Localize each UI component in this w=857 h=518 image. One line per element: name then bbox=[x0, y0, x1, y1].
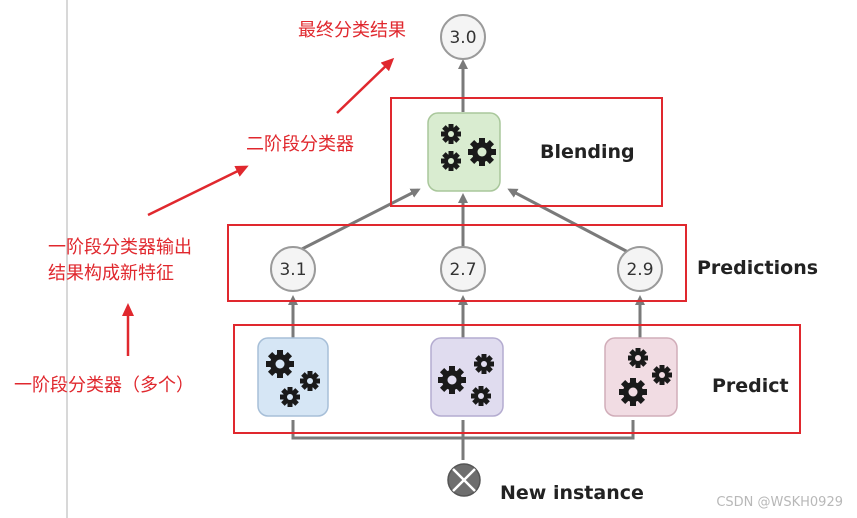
annotation-first-output-line2: 结果构成新特征 bbox=[48, 263, 174, 284]
input-connectors bbox=[291, 420, 635, 460]
predictor-box-2 bbox=[430, 337, 504, 417]
annotation-arrow-final bbox=[336, 57, 395, 114]
predictor-to-prediction-arrows bbox=[288, 295, 645, 338]
prediction-value-2: 2.7 bbox=[449, 260, 476, 280]
prediction-value-3: 2.9 bbox=[626, 260, 653, 280]
watermark: CSDN @WSKH0929 bbox=[716, 495, 843, 510]
left-divider bbox=[66, 0, 68, 518]
annotation-first-output-line1: 一阶段分类器输出 bbox=[48, 237, 192, 258]
predictions-highlight-box bbox=[227, 224, 687, 302]
annotation-final-result: 最终分类结果 bbox=[298, 20, 406, 41]
blending-highlight-box bbox=[390, 97, 663, 207]
annotation-arrow-second-stage bbox=[147, 165, 249, 217]
stage-label-predictions: Predictions bbox=[697, 257, 819, 279]
final-node-value: 3.0 bbox=[449, 28, 476, 48]
prediction-node-1: 3.1 bbox=[270, 246, 316, 292]
stage-label-input: New instance bbox=[500, 482, 644, 504]
predict-highlight-box bbox=[233, 324, 801, 434]
prediction-to-blender-arrows bbox=[299, 188, 629, 254]
annotation-second-stage: 二阶段分类器 bbox=[246, 134, 354, 155]
cross-circle-icon bbox=[447, 463, 481, 497]
stage-label-predict: Predict bbox=[712, 375, 789, 397]
prediction-node-3: 2.9 bbox=[617, 246, 663, 292]
prediction-value-1: 3.1 bbox=[279, 260, 306, 280]
predictor-box-3 bbox=[604, 337, 678, 417]
predictor-box-1 bbox=[257, 337, 329, 417]
prediction-node-2: 2.7 bbox=[440, 246, 486, 292]
annotation-first-stage: 一阶段分类器（多个） bbox=[14, 375, 194, 396]
final-node: 3.0 bbox=[440, 14, 486, 60]
stage-label-blending: Blending bbox=[540, 141, 635, 163]
blender-box bbox=[427, 112, 501, 192]
